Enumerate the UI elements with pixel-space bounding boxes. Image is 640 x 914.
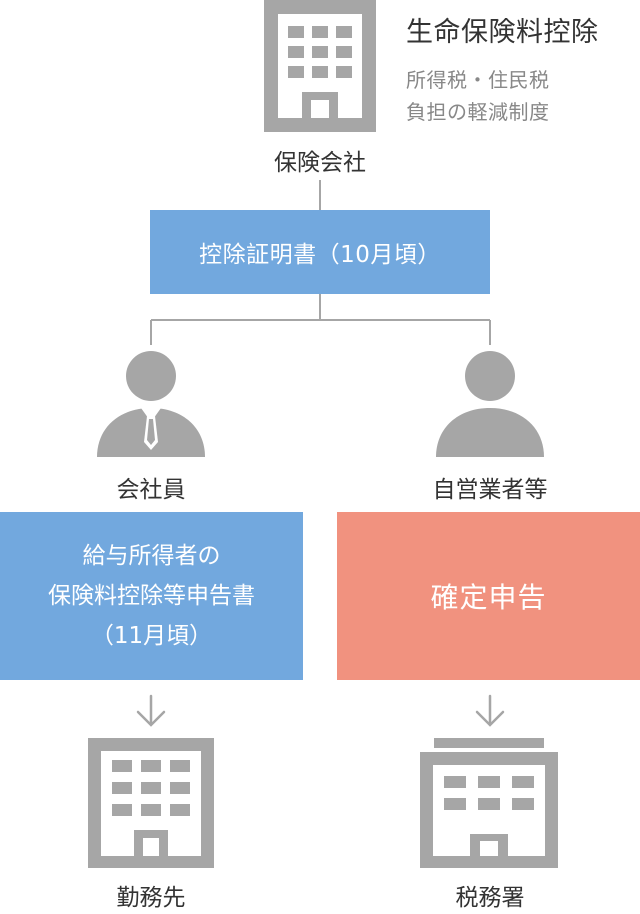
certificate-label: 控除証明書（10月頃） <box>199 242 441 268</box>
tax-office-label: 税務署 <box>455 885 525 911</box>
certificate-box: 控除証明書（10月頃） <box>150 210 490 294</box>
employee-deduction-form-box: 給与所得者の 保険料控除等申告書 （11月頃） <box>0 512 303 680</box>
diagram-title: 生命保険料控除 <box>406 17 599 48</box>
form-line2: 保険料控除等申告書 <box>48 583 255 609</box>
diagram-subtitle-line2: 負担の軽減制度 <box>406 100 550 124</box>
employee-person-icon <box>97 351 205 457</box>
self-employed-label: 自営業者等 <box>432 477 548 503</box>
tax-return-label: 確定申告 <box>430 581 547 614</box>
tax-return-box: 確定申告 <box>337 512 640 680</box>
workplace-label: 勤務先 <box>116 885 186 911</box>
diagram-subtitle-line1: 所得税・住民税 <box>406 68 550 92</box>
tax-office-building-icon <box>420 738 558 868</box>
form-line1: 給与所得者の <box>82 543 221 569</box>
employee-label: 会社員 <box>116 477 186 503</box>
workplace-building-icon <box>88 738 214 868</box>
down-arrow-right-icon <box>475 694 505 727</box>
insurer-building-icon <box>264 0 376 132</box>
insurer-label: 保険会社 <box>274 150 366 176</box>
down-arrow-left-icon <box>136 694 166 727</box>
form-line3: （11月頃） <box>90 623 213 649</box>
self-employed-person-icon <box>436 351 544 457</box>
